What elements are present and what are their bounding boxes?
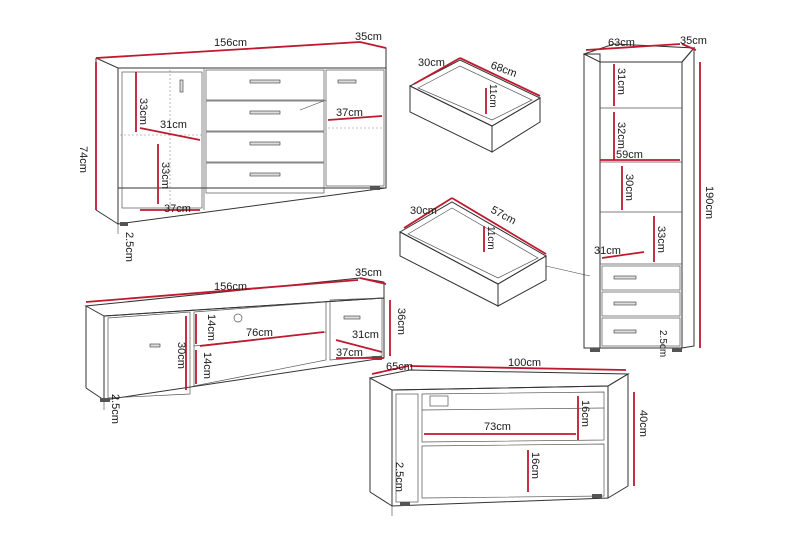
sideboard-depth-label: 35cm (355, 31, 382, 43)
coffee-table-height-label: 40cm (637, 410, 649, 437)
coffee-table-shelf-w-label: 73cm (484, 421, 511, 433)
tall-cabinet-shelf-h4-label: 33cm (655, 226, 667, 253)
drawer-large: 30cm 68cm 11cm (408, 57, 542, 153)
tall-cabinet-height-label: 190cm (703, 186, 715, 219)
tv-bench: 156cm 35cm 36cm 14cm 76cm 14cm 30cm 31cm… (84, 267, 407, 424)
coffee-table-lower-h-label: 16cm (529, 452, 541, 479)
tv-bench-door-h-label: 30cm (175, 342, 187, 369)
sideboard-shelf-w-label: 37cm (164, 203, 191, 215)
coffee-table-foot-label: 2.5cm (393, 462, 405, 492)
drawer-large-height-label: 11cm (487, 84, 498, 108)
drawer-large-width-label: 68cm (489, 60, 518, 80)
tv-bench-foot-label: 2.5cm (109, 394, 121, 424)
sideboard-foot-label: 2.5cm (123, 232, 135, 262)
coffee-table-shelf-h-label: 16cm (579, 400, 591, 427)
tv-bench-side-w-label: 37cm (336, 347, 363, 359)
tall-cabinet-shelf-d-label: 31cm (594, 245, 621, 257)
drawer-small-height-label: 11cm (485, 226, 496, 250)
tall-cabinet-width-label: 63cm (608, 37, 635, 49)
drawer-large-depth-label: 30cm (418, 57, 445, 69)
tall-cabinet-shelf-h2-label: 32cm (615, 122, 627, 149)
sideboard-height-label: 74cm (77, 146, 89, 173)
tv-bench-height-label: 36cm (395, 308, 407, 335)
tall-cabinet-shelf-h3-label: 30cm (623, 174, 635, 201)
drawer-small-depth-label: 30cm (410, 205, 437, 217)
tv-bench-open-w-label: 76cm (246, 327, 273, 339)
tv-bench-side-d-label: 31cm (352, 329, 379, 341)
tall-cabinet-depth-label: 35cm (680, 35, 707, 47)
sideboard-shelf-d-label: 31cm (160, 119, 187, 131)
coffee-table-depth-label: 65cm (386, 361, 413, 373)
sideboard-shelf-h2-label: 33cm (159, 162, 171, 189)
coffee-table: 65cm 100cm 40cm 16cm 73cm 16cm 2.5cm (368, 357, 649, 516)
tall-cabinet-shelf-h1-label: 31cm (615, 68, 627, 95)
tall-cabinet-foot-label: 2.5cm (657, 330, 668, 357)
tv-bench-open-h2-label: 14cm (201, 352, 213, 379)
tv-bench-open-h1-label: 14cm (205, 314, 217, 341)
coffee-table-width-label: 100cm (508, 357, 541, 369)
sideboard-width-label: 156cm (214, 37, 247, 49)
tall-cabinet: 63cm 35cm 190cm 31cm 32cm 59cm 30cm 33cm… (582, 35, 715, 357)
tall-cabinet-shelf-w-label: 59cm (616, 149, 643, 161)
sideboard-drawer-d-label: 37cm (336, 107, 363, 119)
drawer-small: 30cm 57cm 11cm (398, 197, 591, 307)
tv-bench-depth-label: 35cm (355, 267, 382, 279)
sideboard-shelf-h1-label: 33cm (137, 98, 149, 125)
tv-bench-width-label: 156cm (214, 281, 247, 293)
sideboard: 156cm 35cm 74cm 33cm 31cm 33cm 37cm 37cm… (77, 31, 387, 262)
drawer-small-width-label: 57cm (489, 204, 518, 227)
